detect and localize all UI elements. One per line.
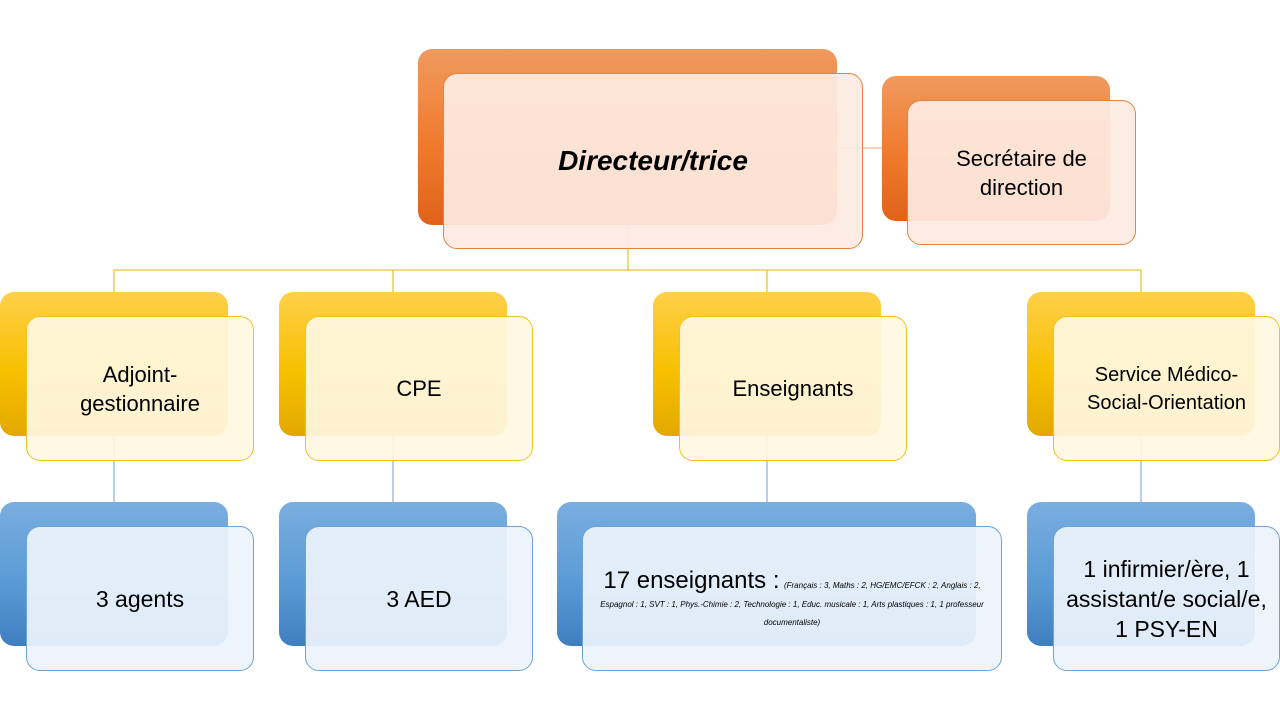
cpe-node: CPE (279, 292, 533, 461)
medico-node-front: Service Médico-Social-Orientation (1053, 316, 1280, 461)
medico-staff-node-front: 1 infirmier/ère, 1 assistant/e social/e,… (1053, 526, 1280, 671)
adjoint-node-front: Adjoint-gestionnaire (26, 316, 254, 461)
medico-label: Service Médico-Social-Orientation (1087, 363, 1246, 414)
enseignants-label: Enseignants (732, 376, 854, 401)
agents-label: 3 agents (95, 585, 185, 612)
secretary-node: Secrétaire de direction (882, 76, 1136, 246)
director-label: Directeur/trice (558, 145, 748, 176)
director-node-front: Directeur/trice (443, 73, 863, 249)
aed-node: 3 AED (279, 502, 533, 671)
adjoint-label: Adjoint-gestionnaire (80, 361, 200, 416)
teachers-node-front: 17 enseignants : (Français : 3, Maths : … (582, 526, 1002, 671)
teachers-text: 17 enseignants : (Français : 3, Maths : … (597, 566, 987, 630)
enseignants-node: Enseignants (653, 292, 907, 461)
teachers-detail-label: (Français : 3, Maths : 2, HG/EMC/EFCK : … (600, 580, 984, 627)
secretary-node-front: Secrétaire de direction (907, 100, 1136, 245)
medico-staff-label: 1 infirmier/ère, 1 assistant/e social/e,… (1066, 555, 1267, 642)
medico-node: Service Médico-Social-Orientation (1027, 292, 1280, 461)
aed-label: 3 AED (386, 585, 452, 612)
adjoint-node: Adjoint-gestionnaire (0, 292, 254, 461)
medico-staff-node: 1 infirmier/ère, 1 assistant/e social/e,… (1027, 502, 1280, 671)
secretary-label: Secrétaire de direction (956, 145, 1087, 200)
cpe-label: CPE (396, 376, 442, 401)
enseignants-node-front: Enseignants (679, 316, 907, 461)
agents-node: 3 agents (0, 502, 254, 671)
teachers-node: 17 enseignants : (Français : 3, Maths : … (557, 502, 1002, 671)
director-node: Directeur/trice (418, 49, 864, 249)
cpe-node-front: CPE (305, 316, 533, 461)
teachers-main-label: 17 enseignants : (603, 566, 780, 594)
aed-node-front: 3 AED (305, 526, 533, 671)
agents-node-front: 3 agents (26, 526, 254, 671)
